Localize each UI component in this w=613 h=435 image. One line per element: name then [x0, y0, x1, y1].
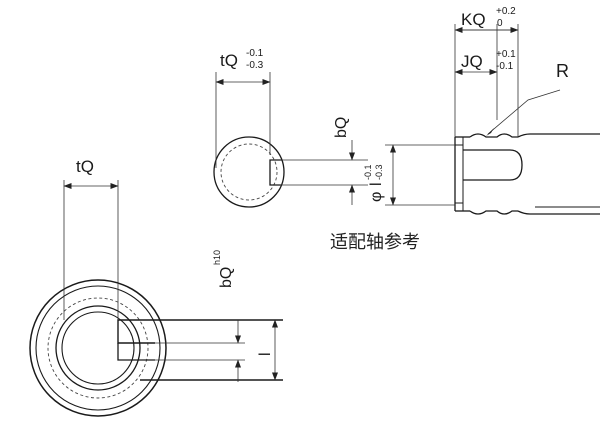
jq-label: JQ	[461, 52, 483, 71]
tq-shaft-tol-upper: -0.1	[246, 48, 264, 59]
hub-front-view	[29, 180, 283, 417]
l-hub-label: l	[257, 352, 274, 356]
tq-shaft-tol-lower: -0.3	[246, 60, 264, 71]
kq-tol-lower: 0	[497, 18, 503, 29]
phi-symbol: φ	[368, 192, 385, 202]
shaft-end-view	[213, 72, 368, 208]
bq-shaft-label: bQ	[333, 117, 350, 138]
l-shaft-tol-lower: -0.3	[374, 164, 384, 180]
bq-hub-label: bQ	[218, 267, 235, 288]
kq-tol-upper: +0.2	[496, 6, 516, 17]
bq-hub-sup: h10	[212, 250, 222, 265]
shaft-side-view	[385, 24, 600, 215]
caption-text: 适配轴参考	[330, 232, 420, 253]
tq-shaft-label: tQ	[220, 51, 238, 70]
l-shaft-tol-upper: -0.1	[363, 164, 373, 180]
kq-label: KQ	[461, 10, 486, 29]
jq-tol-upper: +0.1	[496, 49, 516, 60]
jq-tol-lower: -0.1	[496, 61, 514, 72]
l-shaft-label: l	[368, 182, 385, 186]
tq-hub-label: tQ	[76, 157, 94, 176]
r-label: R	[556, 61, 569, 81]
